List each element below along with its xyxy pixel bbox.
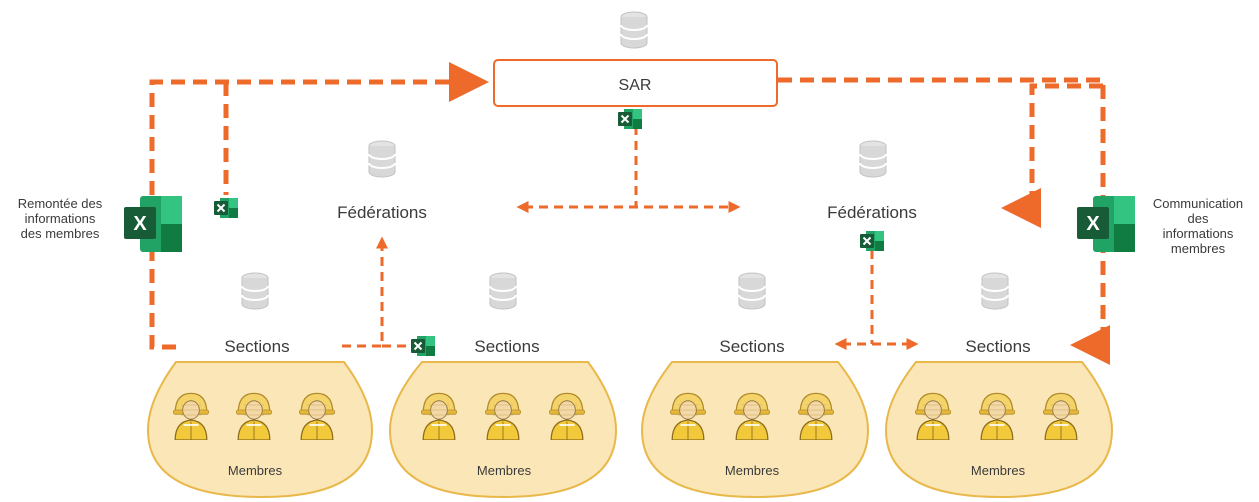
database-icon	[738, 272, 766, 310]
section-label: Sections	[965, 337, 1030, 356]
annotation-line: membres	[1170, 241, 1226, 256]
annotation-line: informations	[24, 211, 96, 226]
excel-letter: X	[1086, 213, 1100, 235]
section-group-1: Sections Membres	[146, 272, 374, 499]
excel-icon	[410, 335, 436, 357]
section-group-2: Sections Membres	[388, 272, 618, 499]
members-label: Membres	[228, 463, 283, 478]
federation-label: Fédérations	[827, 203, 917, 222]
annotation-line: informations	[1162, 226, 1234, 241]
federation-right: Fédérations	[827, 140, 917, 252]
members-label: Membres	[477, 463, 532, 478]
section-label: Sections	[224, 337, 289, 356]
sar-box	[493, 59, 778, 107]
database-icon	[368, 140, 396, 178]
excel-icon	[859, 230, 885, 252]
database-icon	[981, 272, 1009, 310]
members-label: Membres	[725, 463, 780, 478]
annotation-line: des	[1187, 211, 1209, 226]
federation-left: Fédérations	[213, 140, 427, 222]
right-federation-branch	[1001, 83, 1103, 228]
section-to-federation-left	[342, 236, 388, 348]
sar-node: SAR	[493, 11, 778, 130]
database-icon	[241, 272, 269, 310]
excel-icon-large-right: X	[1077, 196, 1135, 252]
section-label: Sections	[474, 337, 539, 356]
excel-icon	[213, 197, 239, 219]
excel-letter: X	[133, 213, 147, 235]
federation-label: Fédérations	[337, 203, 427, 222]
database-icon	[620, 11, 648, 49]
section-group-3: Sections Membres	[640, 272, 870, 499]
section-label: Sections	[719, 337, 784, 356]
annotation-line: Remontée des	[17, 196, 103, 211]
connector-lines-thin	[342, 126, 919, 350]
right-annotation: Communication des informations membres	[1140, 196, 1256, 256]
left-annotation: Remontée des informations des membres	[4, 196, 116, 241]
section-group-4: Sections Membres	[884, 272, 1114, 499]
annotation-line: des membres	[20, 226, 100, 241]
members-label: Membres	[971, 463, 1026, 478]
sar-label: SAR	[619, 77, 652, 94]
database-icon	[859, 140, 887, 178]
excel-icon-large-left: X	[124, 196, 182, 252]
database-icon	[489, 272, 517, 310]
annotation-line: Communication	[1152, 196, 1244, 211]
right-downward-flow	[778, 77, 1110, 365]
excel-icon	[617, 108, 643, 130]
